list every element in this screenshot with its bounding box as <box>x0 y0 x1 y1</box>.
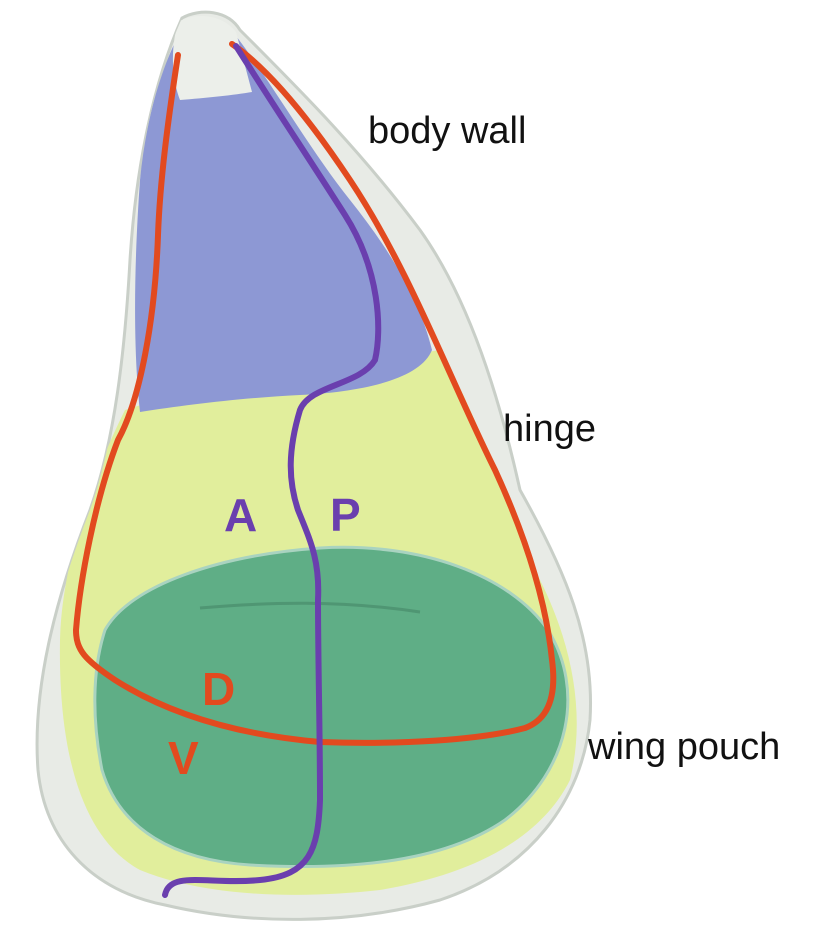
hinge-label: hinge <box>503 410 596 448</box>
dorsal-label: D <box>202 666 235 712</box>
ventral-label: V <box>168 735 199 781</box>
anterior-label: A <box>224 492 257 538</box>
posterior-label: P <box>330 492 361 538</box>
body-wall-label: body wall <box>368 112 526 150</box>
wing-pouch-label: wing pouch <box>588 728 780 766</box>
